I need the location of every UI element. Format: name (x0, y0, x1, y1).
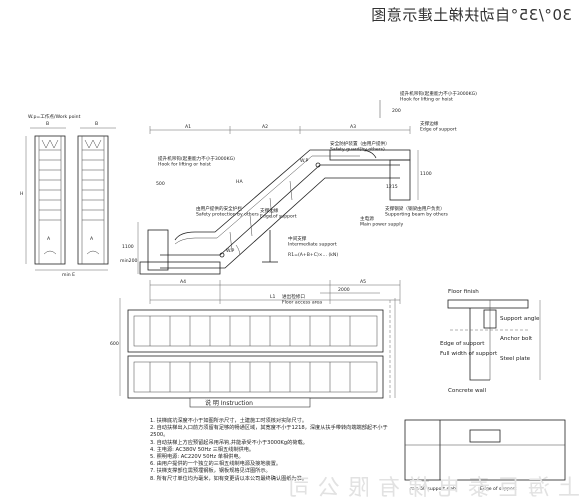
dim-bottom-right: A5 (360, 279, 366, 285)
dim-200: 200 (392, 108, 401, 114)
note-hook-lower: 提升机吊钩(起重能力不小于3000KG)Hook for lifting or … (158, 155, 235, 168)
detail-note-5: Full width of support (440, 351, 498, 357)
note-steel-beam: 支撑钢梁（钢梁由用户负责）Supporting beam by others (385, 205, 449, 218)
work-point-upper: W.P (300, 158, 308, 164)
dim-lower-height: 1100 (122, 244, 134, 250)
dim-top-mid: A2 (262, 124, 268, 130)
detail-bottom-right: Edge of support (480, 486, 517, 492)
detail-note-1: Floor finish (448, 289, 479, 295)
instruction-item: 6. 由用户提供的一个独立的三相五线制电源及接地装置。 (150, 461, 282, 468)
dim-bottom-mid: L1 (270, 294, 276, 300)
instruction-item: 2. 自动扶梯出入口前方须留有足够的畅通区域，其宽度不小于1218，深度从扶手带… (150, 425, 388, 439)
width-code-right: A (90, 236, 94, 242)
dim-top-right: A3 (350, 124, 356, 130)
detail-note-2: Support angle (500, 316, 540, 322)
height-label: H (20, 191, 23, 197)
note-safety-upper: 安全防护装置（由用户提供）Safety guard(by others) (330, 140, 390, 153)
dim-500: 500 (156, 181, 165, 187)
detail-note-7: Concrete wall (448, 388, 487, 394)
detail-bottom-left: min 50 support slab (410, 486, 456, 492)
detail-note-6: Steel plate (500, 356, 531, 362)
instruction-item: 3. 自动扶梯上方应预留起吊用吊钩,并能承受不小于3000Kg的荷载。 (150, 439, 308, 446)
instruction-item: 1. 扶梯底坑深度不小于如图所示尺寸，土建施工时须核对实际尺寸。 (150, 418, 308, 424)
instructions-block: 说 明 Instruction (189, 397, 311, 408)
dim-top-left: A1 (185, 124, 191, 130)
detail-note-3: Anchor bolt (500, 336, 533, 342)
ha-label: HA (236, 179, 243, 185)
width-label-left: B (46, 121, 49, 127)
instructions-list: 1. 扶梯底坑深度不小于如图所示尺寸，土建施工时须核对实际尺寸。 2. 自动扶梯… (150, 418, 400, 483)
dim-1215: 1215 (386, 184, 398, 190)
detail-note-4: Edge of support (440, 341, 485, 347)
instruction-item: 4. 主电源: AC380V 50Hz 三相五线制供电。 (150, 446, 255, 453)
work-point-label: W.p=工作点/Work point (28, 113, 81, 120)
dim-upper-height: 1100 (420, 171, 432, 177)
instruction-item: 5. 照明电源: AC220V 50Hz 单相供电。 (150, 454, 244, 461)
width-label-right: B (95, 121, 98, 127)
dim-side: 600 (110, 341, 119, 347)
instructions-heading: 说 明 Instruction (205, 399, 253, 407)
instruction-item: 7. 扶梯支撑部位需预埋钢板，钢板规格见详图所示。 (150, 468, 271, 475)
plan-view: W.p=工作点/Work point B B (20, 113, 116, 278)
instruction-item: 8. 所有尺寸单位均为毫米，如有变更请以本公司最终确认图纸为准。 (150, 475, 308, 482)
dim-bottom-left: A4 (180, 279, 186, 285)
support-detail-view: Floor finish Support angle Anchor bolt E… (404, 289, 566, 492)
note-hook-upper: 提升机吊钩(起重能力不小于3000KG)Hook for lifting or … (400, 90, 477, 103)
elevation-view: A1 A2 A3 提升机吊钩(起重能力不小于3000KG)Hook for li… (120, 90, 477, 304)
width-code-left: A (47, 236, 51, 242)
dim-min-200: min200 (120, 258, 138, 264)
company-watermark: 上海巨泰电梯有限公司 (279, 476, 580, 501)
work-point-lower: W.P (226, 248, 234, 254)
note-reaction: R1=(A+B+C)×... (kN) (288, 252, 338, 258)
dim-width: 2000 (338, 287, 350, 293)
min-label: min E (62, 272, 75, 278)
